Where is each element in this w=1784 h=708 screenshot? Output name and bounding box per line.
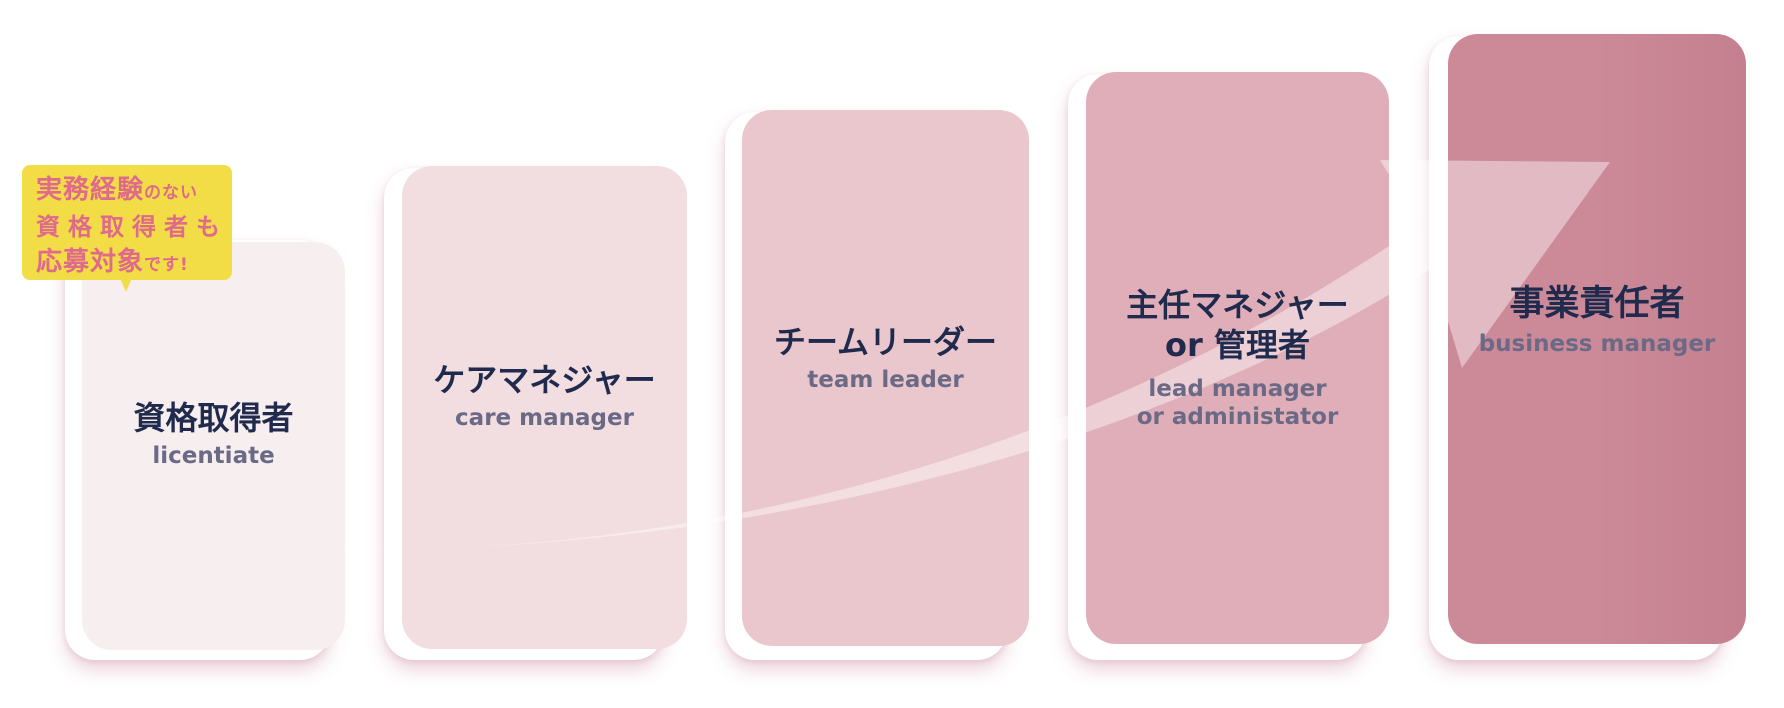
callout-line-2: 資格取得者も <box>36 207 228 242</box>
step-3-title: チームリーダー <box>773 323 998 361</box>
step-3-label: チームリーダー team leader <box>742 322 1029 394</box>
callout-line-1: 実務経験のない <box>36 169 198 206</box>
card-4-panel <box>1086 72 1389 644</box>
step-4-subtitle: lead manager or administator <box>1136 376 1339 430</box>
card-1-panel <box>82 242 345 650</box>
callout-line-1-suffix: のない <box>144 183 199 203</box>
step-5-title: 事業責任者 <box>1509 284 1685 324</box>
step-4-title: 主任マネジャー or 管理者 <box>1126 286 1349 364</box>
step-1-subtitle: licentiate <box>152 443 275 469</box>
step-2-label: ケアマネジャー care manager <box>402 360 687 432</box>
callout-line-3: 応募対象です! <box>36 241 189 278</box>
step-1-label: 資格取得者 licentiate <box>82 398 345 470</box>
step-4-label: 主任マネジャー or 管理者 lead manager or administa… <box>1086 285 1389 431</box>
step-3-subtitle: team leader <box>807 367 964 393</box>
callout-line-3-suffix: です! <box>144 255 189 275</box>
callout-line-2-text: 資格取得者も <box>36 213 228 241</box>
card-3-panel <box>742 110 1029 646</box>
card-2-panel <box>402 166 687 649</box>
callout-line-1-main: 実務経験 <box>36 175 145 205</box>
callout-tail <box>120 278 132 292</box>
step-1-title: 資格取得者 <box>133 399 294 437</box>
growth-arrow-shape <box>208 160 1610 551</box>
step-5-label: 事業責任者 business manager <box>1448 282 1746 358</box>
step-2-title: ケアマネジャー <box>433 361 656 399</box>
card-5-panel <box>1448 34 1746 644</box>
callout-badge: 実務経験のない 資格取得者も 応募対象です! <box>22 165 232 280</box>
step-5-subtitle: business manager <box>1478 331 1716 357</box>
callout-line-3-main: 応募対象 <box>36 247 145 277</box>
step-2-subtitle: care manager <box>455 405 634 431</box>
